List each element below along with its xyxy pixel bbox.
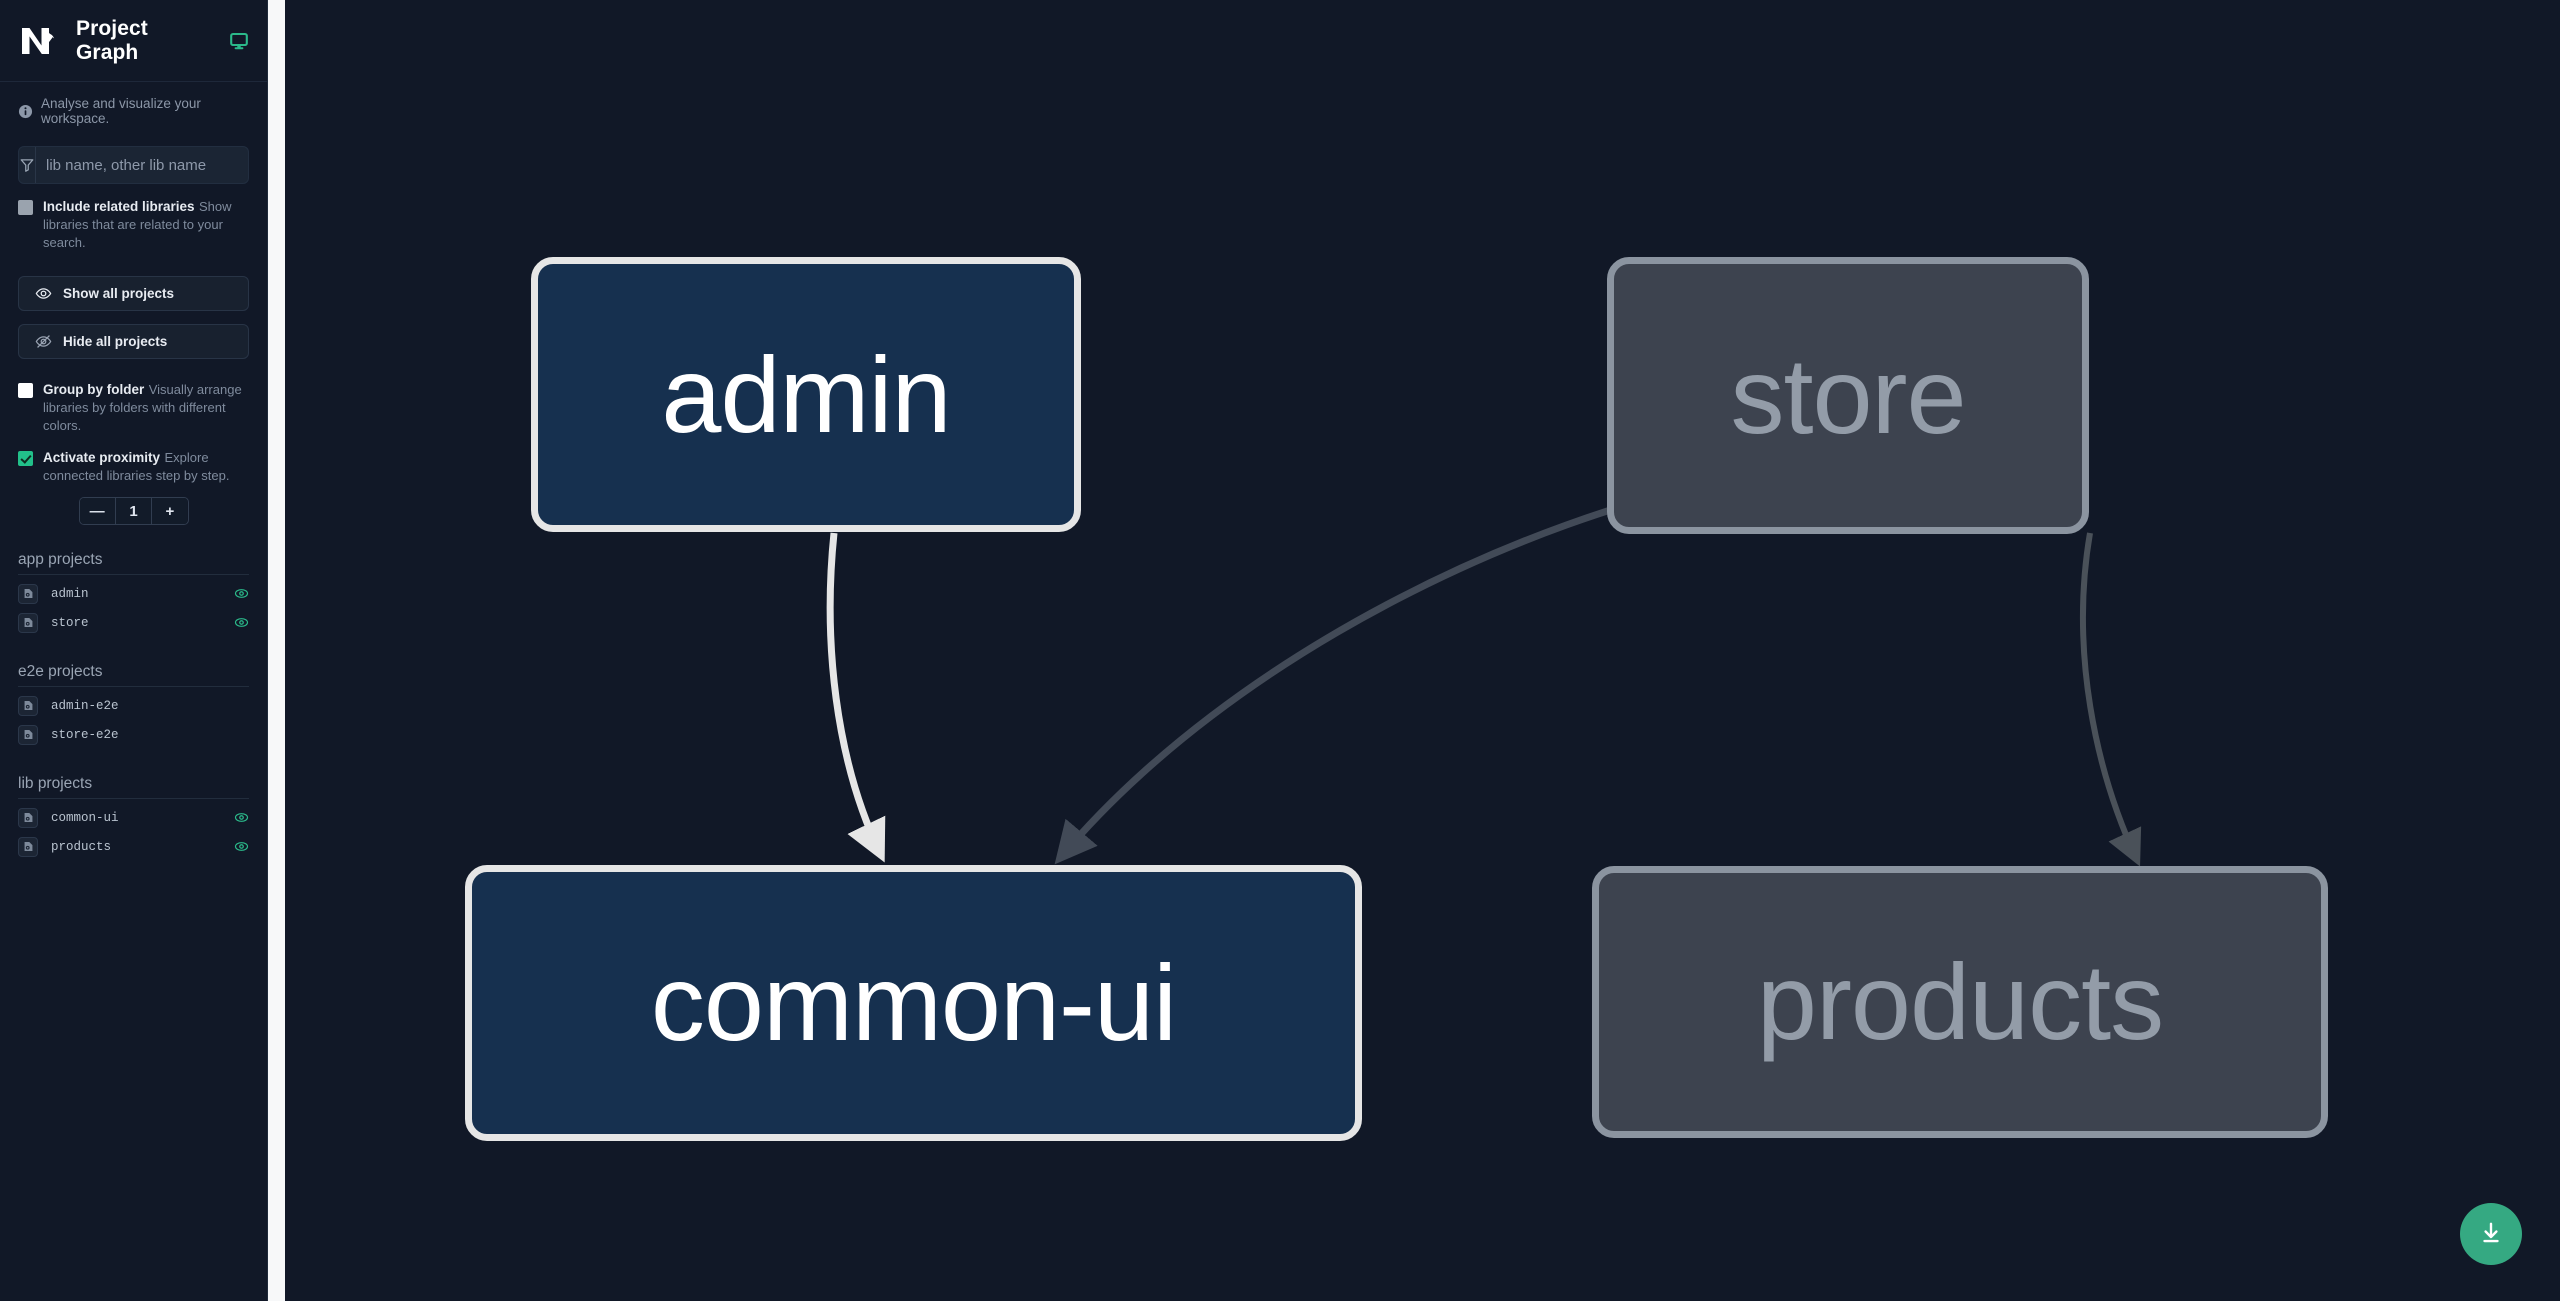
project-item-admin-label: admin <box>51 586 89 601</box>
hide-all-projects-label: Hide all projects <box>63 334 168 349</box>
edge-store-to-common-ui <box>1054 476 1728 865</box>
activate-proximity-description: Explore connected libraries step by step… <box>43 450 230 483</box>
eye-icon <box>35 288 52 299</box>
hide-all-projects-button[interactable]: Hide all projects <box>18 324 249 359</box>
project-file-icon <box>18 724 38 745</box>
graph-node-store-label: store <box>1730 334 1966 456</box>
project-item-common-ui[interactable]: common-ui <box>18 803 249 832</box>
download-icon <box>2478 1220 2504 1249</box>
project-item-products-label: products <box>51 839 112 854</box>
visibility-eye-icon[interactable] <box>234 810 249 825</box>
project-group-lib: lib projects common-ui <box>18 775 249 861</box>
graph-node-store[interactable]: store <box>1607 257 2089 534</box>
project-file-icon <box>18 583 38 604</box>
proximity-stepper[interactable]: — 1 + <box>78 497 189 525</box>
edge-store-to-products <box>2080 532 2142 867</box>
project-group-e2e-title: e2e projects <box>18 663 249 687</box>
visibility-eye-icon[interactable] <box>234 839 249 854</box>
option-activate-proximity[interactable]: Activate proximity Explore connected lib… <box>18 449 249 485</box>
group-by-folder-label: Group by folder <box>43 382 145 397</box>
project-item-common-ui-label: common-ui <box>51 810 119 825</box>
project-file-icon <box>18 836 38 857</box>
sidebar: Project Graph Analyse and visualize your… <box>0 0 268 1301</box>
graph-node-products[interactable]: products <box>1592 866 2328 1138</box>
project-item-store-e2e-label: store-e2e <box>51 727 119 742</box>
download-graph-button[interactable] <box>2460 1203 2522 1265</box>
include-related-libraries-description: Show libraries that are related to your … <box>43 199 232 250</box>
project-group-e2e: e2e projects admin-e2e <box>18 663 249 749</box>
sidebar-body: Include related libraries Show libraries… <box>0 146 267 861</box>
graph-canvas[interactable]: admin store common-ui products <box>285 0 2560 1301</box>
project-file-icon <box>18 612 38 633</box>
info-icon <box>18 104 33 119</box>
graph-node-common-ui[interactable]: common-ui <box>465 865 1362 1141</box>
group-by-folder-checkbox[interactable] <box>18 383 33 398</box>
activate-proximity-label: Activate proximity <box>43 450 161 465</box>
monitor-icon[interactable] <box>229 31 249 51</box>
proximity-decrement-button[interactable]: — <box>79 498 115 524</box>
search-field[interactable] <box>18 146 249 184</box>
include-related-libraries-checkbox[interactable] <box>18 200 33 215</box>
subtitle-row: Analyse and visualize your workspace. <box>0 82 267 136</box>
visibility-eye-icon[interactable] <box>234 615 249 630</box>
group-by-folder-description: Visually arrange libraries by folders wi… <box>43 382 242 433</box>
eye-slash-icon <box>35 335 52 348</box>
project-group-app-title: app projects <box>18 551 249 575</box>
proximity-increment-button[interactable]: + <box>151 498 188 524</box>
proximity-value: 1 <box>114 498 152 524</box>
edge-admin-to-common-ui <box>826 532 886 863</box>
sidebar-scrollbar[interactable] <box>268 0 285 1301</box>
nx-logo-icon <box>18 22 62 60</box>
visibility-eye-icon[interactable] <box>234 586 249 601</box>
graph-node-common-ui-label: common-ui <box>650 942 1177 1063</box>
project-item-store[interactable]: store <box>18 608 249 637</box>
project-item-store-e2e[interactable]: store-e2e <box>18 720 249 749</box>
graph-node-admin[interactable]: admin <box>531 257 1081 532</box>
show-all-projects-button[interactable]: Show all projects <box>18 276 249 311</box>
project-group-app: app projects admin <box>18 551 249 637</box>
project-group-lib-title: lib projects <box>18 775 249 799</box>
subtitle-text: Analyse and visualize your workspace. <box>41 96 201 126</box>
option-include-related-libraries[interactable]: Include related libraries Show libraries… <box>18 198 249 252</box>
option-group-by-folder[interactable]: Group by folder Visually arrange librari… <box>18 381 249 435</box>
filter-icon <box>19 147 36 183</box>
project-file-icon <box>18 807 38 828</box>
project-item-admin-e2e-label: admin-e2e <box>51 698 119 713</box>
page-title: Project Graph <box>76 16 148 64</box>
project-item-products[interactable]: products <box>18 832 249 861</box>
show-all-projects-label: Show all projects <box>63 286 175 301</box>
graph-node-products-label: products <box>1756 941 2164 1062</box>
graph-node-admin-label: admin <box>661 333 951 455</box>
project-file-icon <box>18 695 38 716</box>
search-input[interactable] <box>36 147 248 183</box>
project-item-admin-e2e[interactable]: admin-e2e <box>18 691 249 720</box>
include-related-libraries-label: Include related libraries <box>43 199 195 214</box>
project-item-store-label: store <box>51 615 89 630</box>
activate-proximity-checkbox[interactable] <box>18 451 33 466</box>
sidebar-header: Project Graph <box>0 0 267 82</box>
project-item-admin[interactable]: admin <box>18 579 249 608</box>
